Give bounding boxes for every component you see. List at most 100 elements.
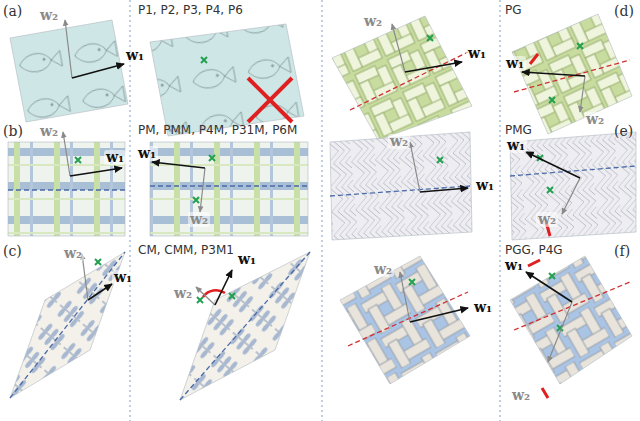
wallpaper-panel: [510, 256, 632, 398]
pattern-tile: [150, 142, 308, 236]
vector-label: w₁: [474, 178, 496, 193]
reject-cross: [248, 78, 292, 122]
lattice-vector: [562, 178, 580, 214]
mirror-line: [330, 186, 470, 196]
group-list: PG: [505, 4, 522, 17]
lattice-vector: [82, 254, 88, 300]
glide-mark: [528, 260, 540, 266]
mirror-line: [350, 52, 468, 110]
pattern-tile: [10, 20, 128, 122]
wallpaper-panel: [150, 24, 304, 136]
marker-cross: [201, 57, 207, 63]
vector-label: w₁: [503, 258, 525, 273]
mirror-line: [348, 292, 468, 346]
panel-letter: (c): [3, 244, 22, 259]
wallpaper-panel: [10, 20, 128, 122]
vector-label: w₂: [172, 286, 194, 301]
vector-label: w₁: [124, 48, 146, 63]
marker-cross: [95, 259, 101, 265]
pattern-tile: [512, 14, 632, 134]
glide-mark: [542, 388, 548, 398]
mirror-line: [514, 282, 630, 330]
vector-label: w₁: [136, 146, 158, 161]
mirror-line: [180, 252, 310, 400]
wallpaper-panel: [512, 14, 632, 134]
lattice-vector: [63, 132, 70, 176]
panel-letter: (e): [614, 124, 633, 139]
group-list: PMG: [505, 124, 532, 137]
column-divider: [500, 0, 501, 421]
mirror-line: [10, 252, 125, 398]
marker-cross: [197, 297, 203, 303]
marker-cross: [229, 293, 235, 299]
vector-label: w₂: [510, 388, 532, 403]
mirror-line: [150, 185, 308, 186]
mirror-line: [514, 60, 630, 92]
lattice-vector: [526, 152, 580, 178]
wallpaper-panel: [150, 142, 308, 236]
vector-label: w₂: [536, 212, 558, 227]
lattice-vector: [420, 188, 468, 192]
vector-label: w₁: [104, 150, 126, 165]
vector-label: w₂: [372, 262, 394, 277]
marker-cross: [549, 273, 555, 279]
wallpaper-panel: [8, 132, 125, 236]
marker-cross: [437, 157, 443, 163]
wallpaper-panel: [332, 16, 472, 140]
glide-mark: [530, 54, 538, 64]
lattice-vector: [72, 64, 124, 78]
vector-label: w₁: [466, 46, 488, 61]
lattice-vector: [405, 62, 462, 72]
marker-cross: [427, 35, 433, 41]
lattice-vector: [196, 287, 215, 305]
marker-cross: [549, 97, 555, 103]
marker-cross: [409, 279, 415, 285]
marker-cross: [193, 197, 199, 203]
panel-letter: (b): [3, 124, 23, 139]
marker-cross: [547, 187, 553, 193]
lattice-vector: [400, 272, 410, 322]
lattice-vector: [548, 302, 572, 362]
vector-label: w₂: [584, 112, 606, 127]
vector-label: w₁: [112, 270, 134, 285]
lattice-vector: [392, 24, 405, 72]
pattern-tile: [330, 132, 472, 240]
wallpaper-panel: [10, 252, 125, 398]
pattern-tile: [332, 16, 472, 140]
pattern-tile: [10, 252, 125, 398]
vector-label: w₂: [62, 246, 84, 261]
lattice-vector: [580, 76, 585, 112]
column-divider: [130, 0, 131, 421]
pattern-tile: [150, 24, 304, 136]
lattice-vector: [152, 162, 205, 168]
vector-label: w₁: [504, 56, 526, 71]
pattern-tile: [180, 252, 310, 400]
column-divider: [322, 0, 323, 421]
group-list: PGG, P4G: [505, 244, 563, 257]
pattern-tile: [510, 256, 632, 384]
group-list: CM, CMM, P3M1: [138, 244, 234, 257]
pattern-tile: [510, 132, 636, 240]
group-list: P1, P2, P3, P4, P6: [138, 4, 243, 17]
vector-label: w₂: [388, 134, 410, 149]
group-list: PM, PMM, P4M, P31M, P6M: [138, 124, 297, 137]
lattice-vector: [526, 272, 572, 302]
lattice-vector: [215, 270, 232, 305]
vector-label: w₁: [472, 300, 494, 315]
marker-cross: [209, 155, 215, 161]
pattern-tile: [340, 256, 470, 384]
marker-cross: [75, 157, 81, 163]
lattice-vector: [65, 20, 72, 78]
lattice-vector: [70, 168, 122, 176]
vector-label: w₂: [188, 212, 210, 227]
wallpaper-panel: [340, 256, 470, 384]
lattice-vector: [88, 284, 112, 300]
mirror-line: [8, 189, 125, 190]
lattice-vector: [522, 72, 585, 76]
wallpaper-panel: [330, 132, 472, 240]
lattice-vector: [410, 308, 468, 322]
vector-label: w₁: [505, 138, 527, 153]
panel-letter: (f): [614, 244, 630, 259]
vector-label: w₂: [38, 124, 60, 139]
